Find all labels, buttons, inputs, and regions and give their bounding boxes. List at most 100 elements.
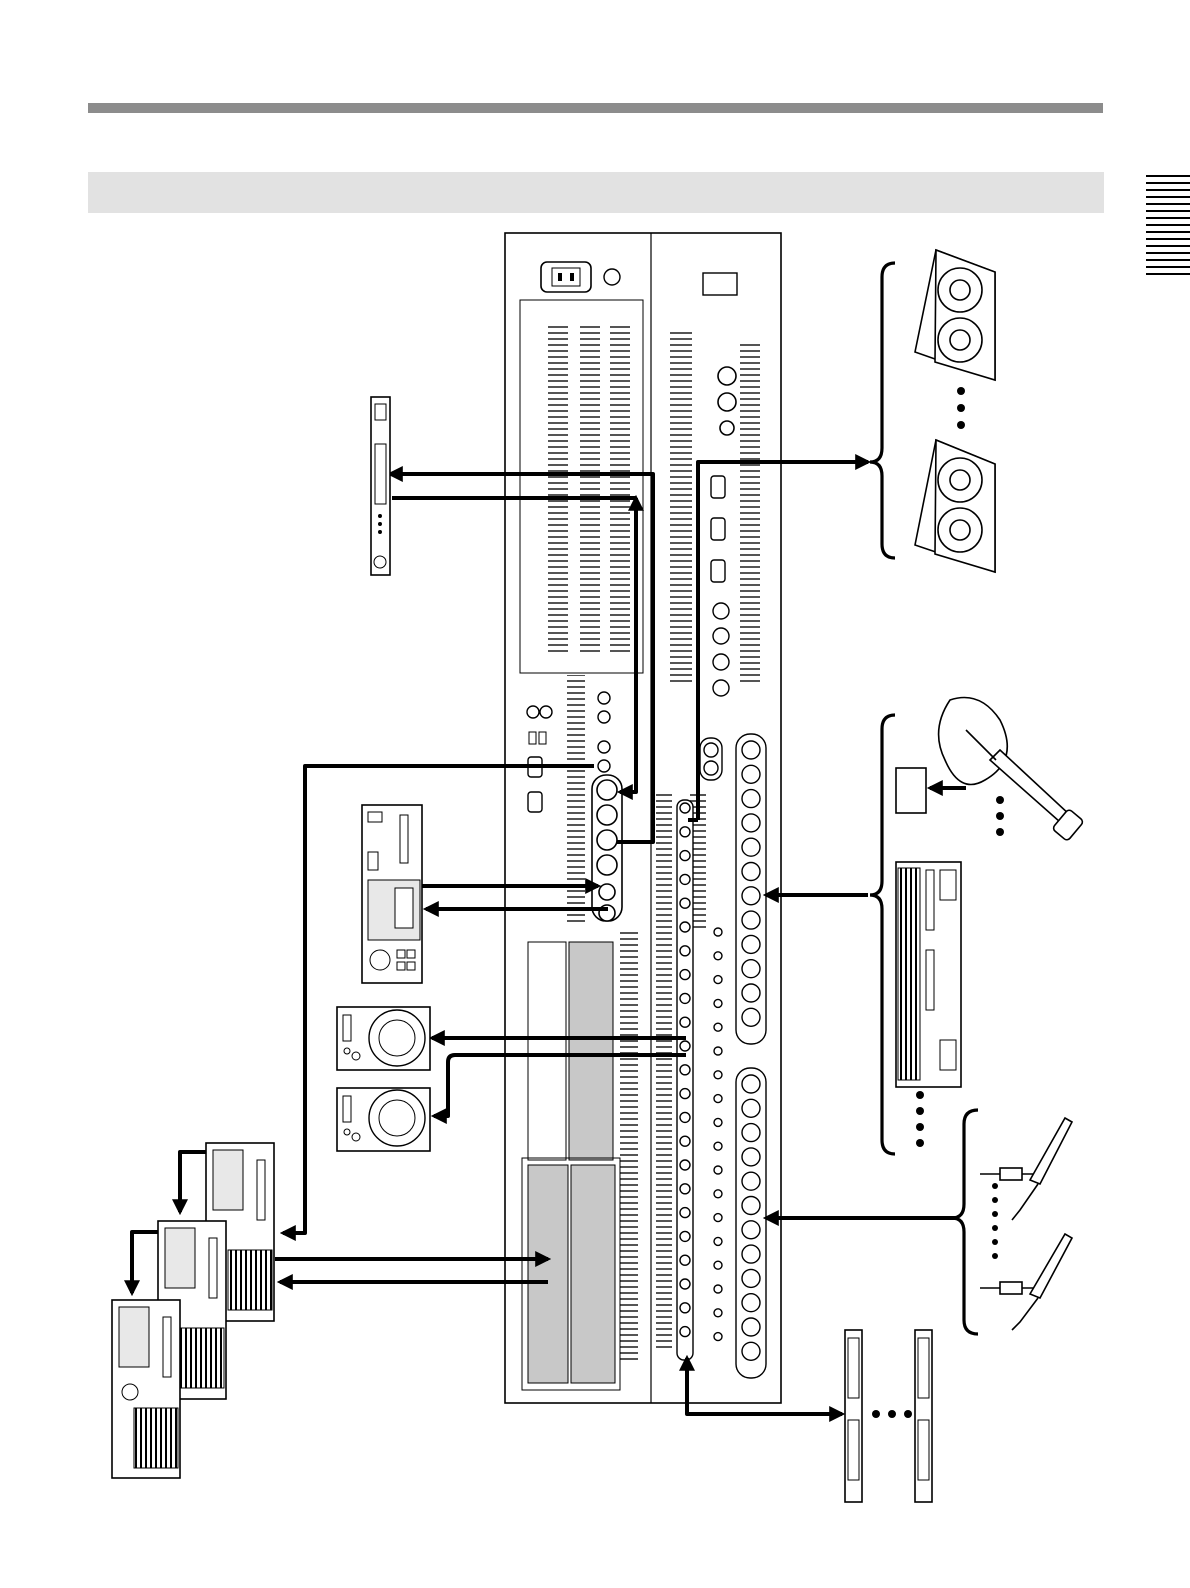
insert-jack: [714, 976, 722, 984]
insert-jack: [714, 1047, 722, 1055]
trs-jack: [680, 993, 690, 1003]
xlr-input-jack: [742, 960, 760, 978]
insert-jack: [714, 1118, 722, 1126]
di-box: [896, 768, 926, 813]
insert-jack: [714, 1261, 722, 1269]
effect-unit-1: [845, 1330, 862, 1502]
multitrack-recorder-1: [112, 1300, 180, 1478]
xlr-input-jack: [742, 1172, 760, 1190]
trs-jack: [680, 1089, 690, 1099]
trs-jack: [680, 1065, 690, 1075]
power-switch: [703, 273, 737, 295]
power-supply-vent: [520, 300, 643, 673]
ellipsis-dots: [916, 1091, 924, 1147]
xlr-input-jack: [742, 741, 760, 759]
insert-jack: [714, 1214, 722, 1222]
trs-jack: [680, 898, 690, 908]
xlr-input-jack: [742, 765, 760, 783]
xlr-input-jack: [742, 1008, 760, 1026]
xlr-input-jack: [742, 1075, 760, 1093]
xlr-input-jack: [742, 863, 760, 881]
trs-jack: [680, 1017, 690, 1027]
vent-strip: [620, 930, 638, 1360]
insert-jack: [714, 1285, 722, 1293]
ellipsis-dots: [996, 796, 1004, 836]
trs-jack: [680, 1160, 690, 1170]
xlr-connector: [718, 367, 736, 435]
trs-jack: [680, 874, 690, 884]
xlr-input-jack: [742, 1342, 760, 1360]
trs-jack: [680, 1279, 690, 1289]
xlr-input-jack: [742, 838, 760, 856]
cd-player-recorder: [362, 805, 422, 983]
rack-processor: [371, 397, 390, 575]
trs-jack: [680, 1136, 690, 1146]
vent-strip: [656, 790, 672, 1350]
trs-jack: [680, 1327, 690, 1337]
insert-jack: [714, 1023, 722, 1031]
option-card-slot: [522, 942, 620, 1390]
xlr-input-jack: [742, 1318, 760, 1336]
effect-unit-2: [915, 1330, 932, 1502]
insert-jack: [714, 952, 722, 960]
xlr-input-jack: [742, 790, 760, 808]
trs-jack: [680, 1112, 690, 1122]
trs-jack: [680, 1041, 690, 1051]
trs-jack: [680, 827, 690, 837]
trs-jack: [680, 970, 690, 980]
trs-jack: [680, 922, 690, 932]
xlr-input-jack: [742, 1221, 760, 1239]
microphone-2: [980, 1234, 1072, 1330]
insert-jack: [714, 928, 722, 936]
insert-jack: [714, 1190, 722, 1198]
xlr-input-jack: [742, 1124, 760, 1142]
trs-jack: [680, 851, 690, 861]
insert-jack: [714, 1237, 722, 1245]
xlr-input-jack: [742, 1294, 760, 1312]
synthesizer: [896, 862, 961, 1087]
xlr-input-jack: [742, 1245, 760, 1263]
monitor-speaker-1: [337, 1007, 430, 1070]
brace-microphones: [952, 1110, 978, 1334]
trs-jack: [680, 1184, 690, 1194]
trs-jack: [680, 1231, 690, 1241]
insert-jack: [714, 1309, 722, 1317]
ellipsis-dots: [992, 1183, 998, 1259]
insert-jack: [714, 1333, 722, 1341]
xlr-input-jack: [742, 887, 760, 905]
trs-jack: [680, 1303, 690, 1313]
microphone-1: [980, 1118, 1072, 1220]
trs-jack: [680, 1255, 690, 1265]
insert-jack: [714, 1071, 722, 1079]
xlr-input-jack: [742, 1269, 760, 1287]
insert-jack: [714, 1166, 722, 1174]
ellipsis-dots: [957, 387, 965, 429]
xlr-input-jack: [742, 911, 760, 929]
main-speaker-1: [915, 250, 995, 380]
xlr-input-jack: [742, 814, 760, 832]
ground-terminal: [604, 269, 620, 285]
guitar: [939, 698, 1084, 842]
mixer-rear-panel: [505, 233, 781, 1403]
xlr-input-jack: [742, 935, 760, 953]
xlr-input-jack: [742, 984, 760, 1002]
vent-strip: [740, 342, 760, 682]
ellipsis-dots: [872, 1410, 912, 1418]
trs-insert-connectors: [680, 803, 690, 1337]
trs-jack: [680, 1208, 690, 1218]
insert-jack: [714, 1142, 722, 1150]
xlr-io-group: [592, 775, 622, 921]
power-inlet: [541, 262, 591, 292]
xlr-input-jack: [742, 1148, 760, 1166]
trs-jack: [680, 803, 690, 813]
xlr-input-jack: [742, 1197, 760, 1215]
xlr-input-jack: [742, 1099, 760, 1117]
vent-strip: [670, 332, 692, 682]
main-speaker-2: [915, 440, 995, 572]
brace-instruments: [870, 715, 895, 1154]
brace-main-speakers: [870, 263, 895, 558]
insert-jack: [714, 1095, 722, 1103]
trs-jack: [680, 946, 690, 956]
insert-jack: [714, 999, 722, 1007]
